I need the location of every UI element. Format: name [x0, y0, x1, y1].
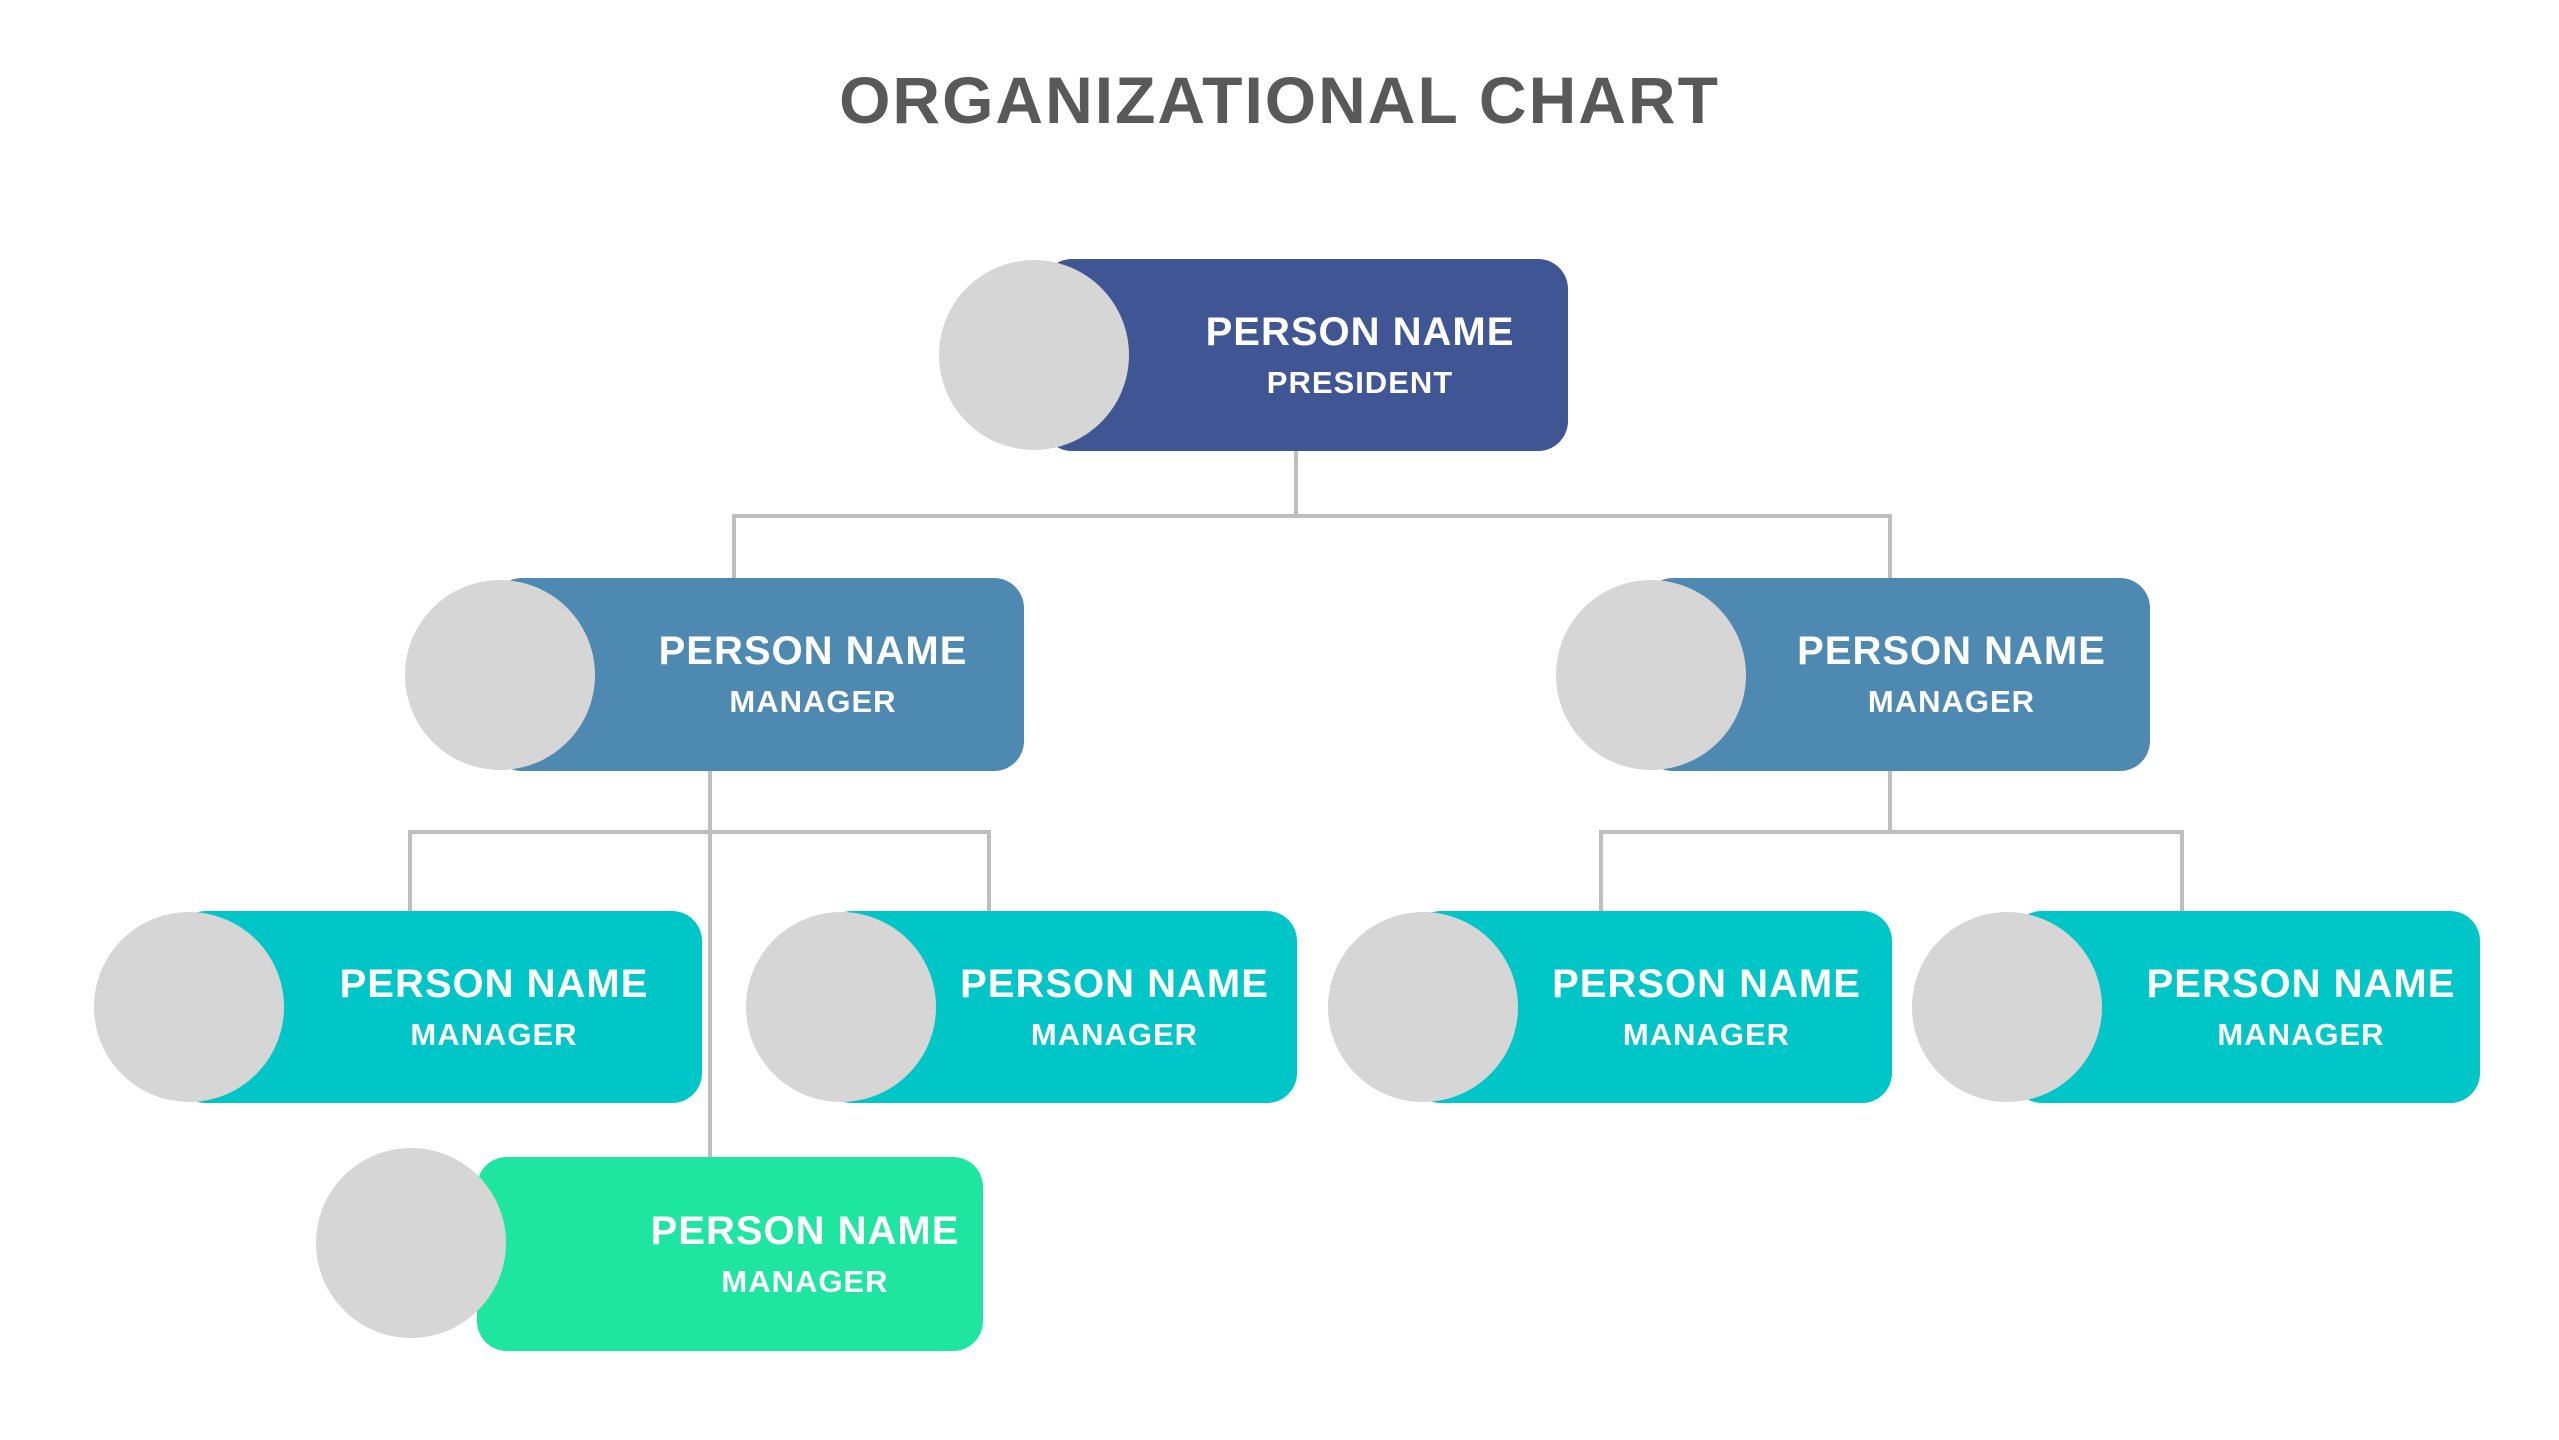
person-role-label: MANAGER: [1867, 684, 2036, 720]
person-role-label: MANAGER: [729, 684, 897, 720]
person-name-label: PERSON NAME: [960, 961, 1269, 1006]
avatar-placeholder[interactable]: [316, 1148, 506, 1338]
person-name-label: PERSON NAME: [2146, 961, 2456, 1006]
page-title: ORGANIZATIONAL CHART: [839, 63, 1720, 137]
person-name-label: PERSON NAME: [650, 1208, 960, 1253]
connector-level3-left-horizontal: [408, 830, 991, 834]
person-name-label: PERSON NAME: [1797, 629, 2106, 674]
node-card[interactable]: PERSON NAME MANAGER: [477, 1157, 983, 1351]
org-node-manager-c[interactable]: PERSON NAME MANAGER: [1328, 911, 1892, 1103]
avatar-placeholder[interactable]: [939, 260, 1129, 450]
node-card[interactable]: PERSON NAME PRESIDENT: [1042, 259, 1568, 451]
person-role-label: MANAGER: [721, 1263, 889, 1299]
org-node-manager-left[interactable]: PERSON NAME MANAGER: [405, 578, 1024, 771]
person-role-label: MANAGER: [410, 1016, 578, 1052]
person-name-label: PERSON NAME: [339, 961, 649, 1006]
avatar-placeholder[interactable]: [1912, 912, 2102, 1102]
person-name-label: PERSON NAME: [658, 629, 968, 674]
connector-manager-left-down: [708, 771, 712, 1157]
connector-manager-right-drop: [1888, 516, 1892, 578]
connector-level3-right-horizontal: [1599, 830, 2184, 834]
org-node-manager-e[interactable]: PERSON NAME MANAGER: [316, 1148, 983, 1351]
avatar-placeholder[interactable]: [746, 912, 936, 1102]
connector-teal-a-drop: [408, 832, 412, 911]
person-role-label: MANAGER: [1030, 1016, 1199, 1052]
connector-manager-left-drop: [732, 516, 736, 578]
org-node-manager-a[interactable]: PERSON NAME MANAGER: [94, 911, 702, 1103]
person-name-label: PERSON NAME: [1205, 309, 1515, 354]
org-node-manager-b[interactable]: PERSON NAME MANAGER: [746, 911, 1297, 1103]
avatar-placeholder[interactable]: [1328, 912, 1518, 1102]
person-role-label: MANAGER: [2217, 1016, 2385, 1052]
org-node-president[interactable]: PERSON NAME PRESIDENT: [939, 259, 1568, 451]
avatar-placeholder[interactable]: [1556, 579, 1746, 770]
connector-teal-b-drop: [987, 832, 991, 911]
org-node-manager-d[interactable]: PERSON NAME MANAGER: [1912, 911, 2480, 1103]
node-card[interactable]: PERSON NAME MANAGER: [1643, 578, 2150, 771]
avatar-placeholder[interactable]: [405, 579, 595, 770]
connector-president-down: [1294, 451, 1298, 516]
person-name-label: PERSON NAME: [1552, 961, 1861, 1006]
connector-teal-d-drop: [2180, 832, 2184, 911]
node-card[interactable]: PERSON NAME MANAGER: [492, 578, 1024, 771]
connector-teal-c-drop: [1599, 832, 1603, 911]
avatar-placeholder[interactable]: [94, 912, 284, 1102]
person-role-label: MANAGER: [1622, 1016, 1791, 1052]
connector-manager-right-down: [1888, 771, 1892, 832]
connector-level2-horizontal: [732, 514, 1892, 518]
person-role-label: PRESIDENT: [1266, 364, 1454, 400]
org-node-manager-right[interactable]: PERSON NAME MANAGER: [1556, 578, 2150, 771]
